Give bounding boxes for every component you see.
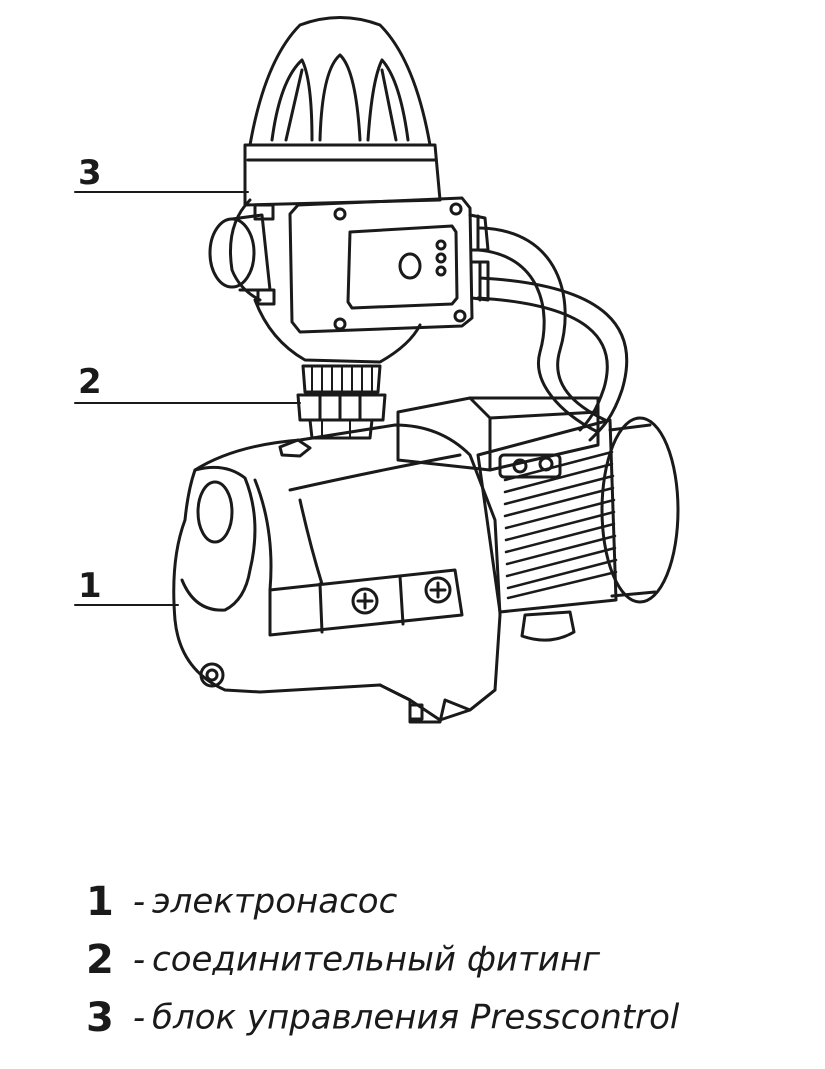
legend-item-3: 3-блок управления Presscontrol [86,988,806,1046]
pump-diagram: 3 2 1 [74,16,680,724]
control-panel [288,196,474,334]
callout-2: 2 [74,362,301,404]
control-display [346,224,459,310]
terminal-box [396,396,600,472]
motor-foot [520,610,576,642]
callout-number-2: 2 [78,362,102,402]
legend-text: электронасос [152,881,398,922]
panel-screw-icon [453,309,467,323]
legend: 1-электронасос 2-соединительный фитинг 3… [86,872,806,1046]
panel-screw-icon [333,207,347,221]
panel-screw-icon [333,317,347,331]
power-cable [476,226,629,442]
pump-base [378,683,497,724]
indicator-led-icon [435,239,447,251]
pump-housing [172,423,502,724]
connection-fitting [296,364,387,440]
callout-number-3: 3 [78,153,102,193]
drain-plug [199,662,225,688]
legend-number: 1 [86,878,114,925]
callout-number-1: 1 [78,566,102,606]
presscontrol-unit [208,16,490,364]
legend-number: 2 [86,936,114,983]
legend-separator: - [132,997,146,1038]
legend-separator: - [132,939,146,980]
callout-1: 1 [74,566,179,606]
motor-cooling-fins [503,450,618,600]
panel-screw-icon [449,202,463,216]
inlet-port [196,480,234,544]
housing-screw-icon [424,576,452,604]
legend-separator: - [132,881,146,922]
screw-icon [538,456,554,472]
control-dome [248,16,432,147]
legend-text: соединительный фитинг [152,939,600,980]
legend-text: блок управления Presscontrol [152,997,680,1038]
screw-icon [512,458,528,474]
callout-3: 3 [74,153,249,193]
housing-screw-icon [351,587,379,615]
control-button [398,252,422,280]
indicator-led-icon [435,265,447,277]
legend-number: 3 [86,994,114,1041]
filler-plug [278,438,312,458]
electric-motor [396,396,680,642]
legend-item-2: 2-соединительный фитинг [86,930,806,988]
indicator-led-icon [435,252,447,264]
legend-item-1: 1-электронасос [86,872,806,930]
